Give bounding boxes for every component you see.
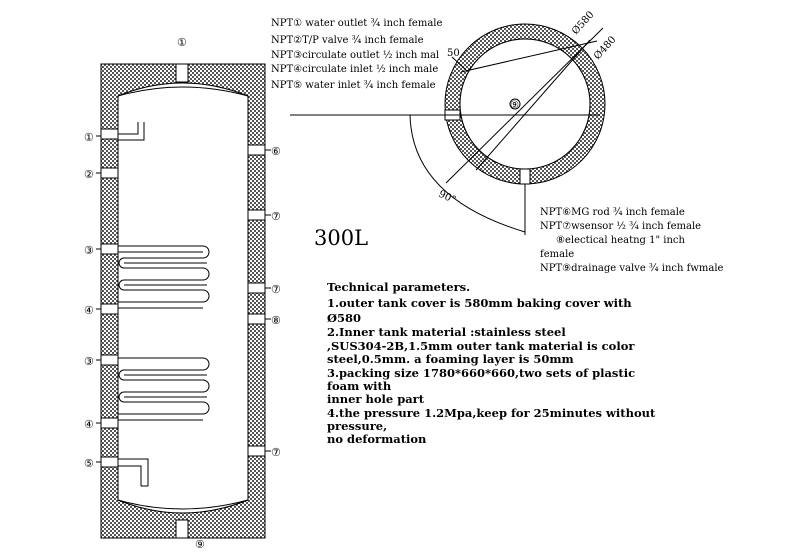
- angle-label: 90°: [437, 189, 458, 206]
- technical-line: 4.the pressure 1.2Mpa,keep for 25minutes…: [327, 406, 656, 420]
- outer-diameter-label: Ø580: [570, 9, 596, 37]
- plan-center-callout: ⑨: [510, 100, 519, 111]
- callout-right: ⑦: [271, 283, 281, 296]
- callout-bottom: ⑨: [195, 538, 205, 551]
- technical-parameters: Technical parameters. 1.outer tank cover…: [327, 280, 656, 446]
- legend-line: NPT④circulate inlet ½ inch male: [271, 64, 438, 75]
- technical-line: steel,0.5mm. a foaming layer is 50mm: [327, 352, 574, 366]
- upper-heat-exchanger-coil: [118, 245, 210, 309]
- inner-tank: [117, 82, 249, 514]
- callout-right: ⑦: [271, 210, 281, 223]
- callout-right: ⑥: [271, 145, 281, 158]
- callout-left: ②: [84, 168, 94, 181]
- top-outlet-port: [175, 63, 189, 83]
- technical-line: 1.outer tank cover is 580mm baking cover…: [327, 296, 632, 310]
- tank-elevation: [96, 63, 271, 539]
- legend-line: ⑧electical heatng 1" inch: [556, 235, 685, 246]
- technical-line: 3.packing size 1780*660*660,two sets of …: [327, 366, 635, 380]
- callout-right: ⑧: [271, 314, 281, 327]
- callout-left: ①: [84, 131, 94, 144]
- technical-line: foam with: [327, 379, 392, 393]
- legend-line: NPT⑨drainage valve ¾ inch fwmale: [540, 263, 724, 274]
- tank-capacity-label: 300L: [314, 226, 368, 250]
- callout-left: ④: [84, 304, 94, 317]
- callout-right: ⑦: [271, 446, 281, 459]
- bottom-drain-port: [175, 519, 189, 539]
- callout-left: ③: [84, 355, 94, 368]
- callout-top: ①: [177, 36, 187, 49]
- technical-line: pressure,: [327, 419, 387, 433]
- legend-line: NPT⑥MG rod ¾ inch female: [540, 207, 685, 218]
- cut-dimension-label: 50: [447, 48, 460, 59]
- tank-plan-view: [290, 23, 606, 235]
- callout-left: ⑤: [84, 457, 94, 470]
- technical-line: ,SUS304-2B,1.5mm outer tank material is …: [327, 339, 635, 353]
- technical-line: inner hole part: [327, 392, 425, 406]
- legend-top: NPT① water outlet ¾ inch female NPT②T/P …: [271, 18, 442, 91]
- legend-line: female: [540, 249, 574, 260]
- legend-line: NPT① water outlet ¾ inch female: [271, 18, 442, 29]
- legend-line: NPT⑤ water inlet ¾ inch female: [271, 80, 436, 91]
- technical-line: 2.Inner tank material :stainless steel: [327, 325, 566, 339]
- elevation-callouts: ① ① ② ③ ④ ③ ④ ⑤ ⑥ ⑦ ⑦ ⑧ ⑦ ⑨: [84, 36, 281, 551]
- callout-left: ③: [84, 244, 94, 257]
- legend-line: NPT③circulate outlet ½ inch mal: [271, 50, 439, 61]
- inner-diameter-label: Ø480: [592, 34, 618, 62]
- legend-line: NPT②T/P valve ¾ inch female: [271, 35, 424, 46]
- technical-line: Ø580: [327, 311, 361, 325]
- lower-heat-exchanger-coil: [118, 357, 210, 421]
- technical-title: Technical parameters.: [327, 280, 470, 294]
- legend-line: NPT⑦wsensor ½ ¾ inch female: [540, 221, 701, 232]
- legend-right: NPT⑥MG rod ¾ inch female NPT⑦wsensor ½ ¾…: [540, 207, 724, 274]
- technical-line: no deformation: [327, 432, 427, 446]
- callout-left: ④: [84, 418, 94, 431]
